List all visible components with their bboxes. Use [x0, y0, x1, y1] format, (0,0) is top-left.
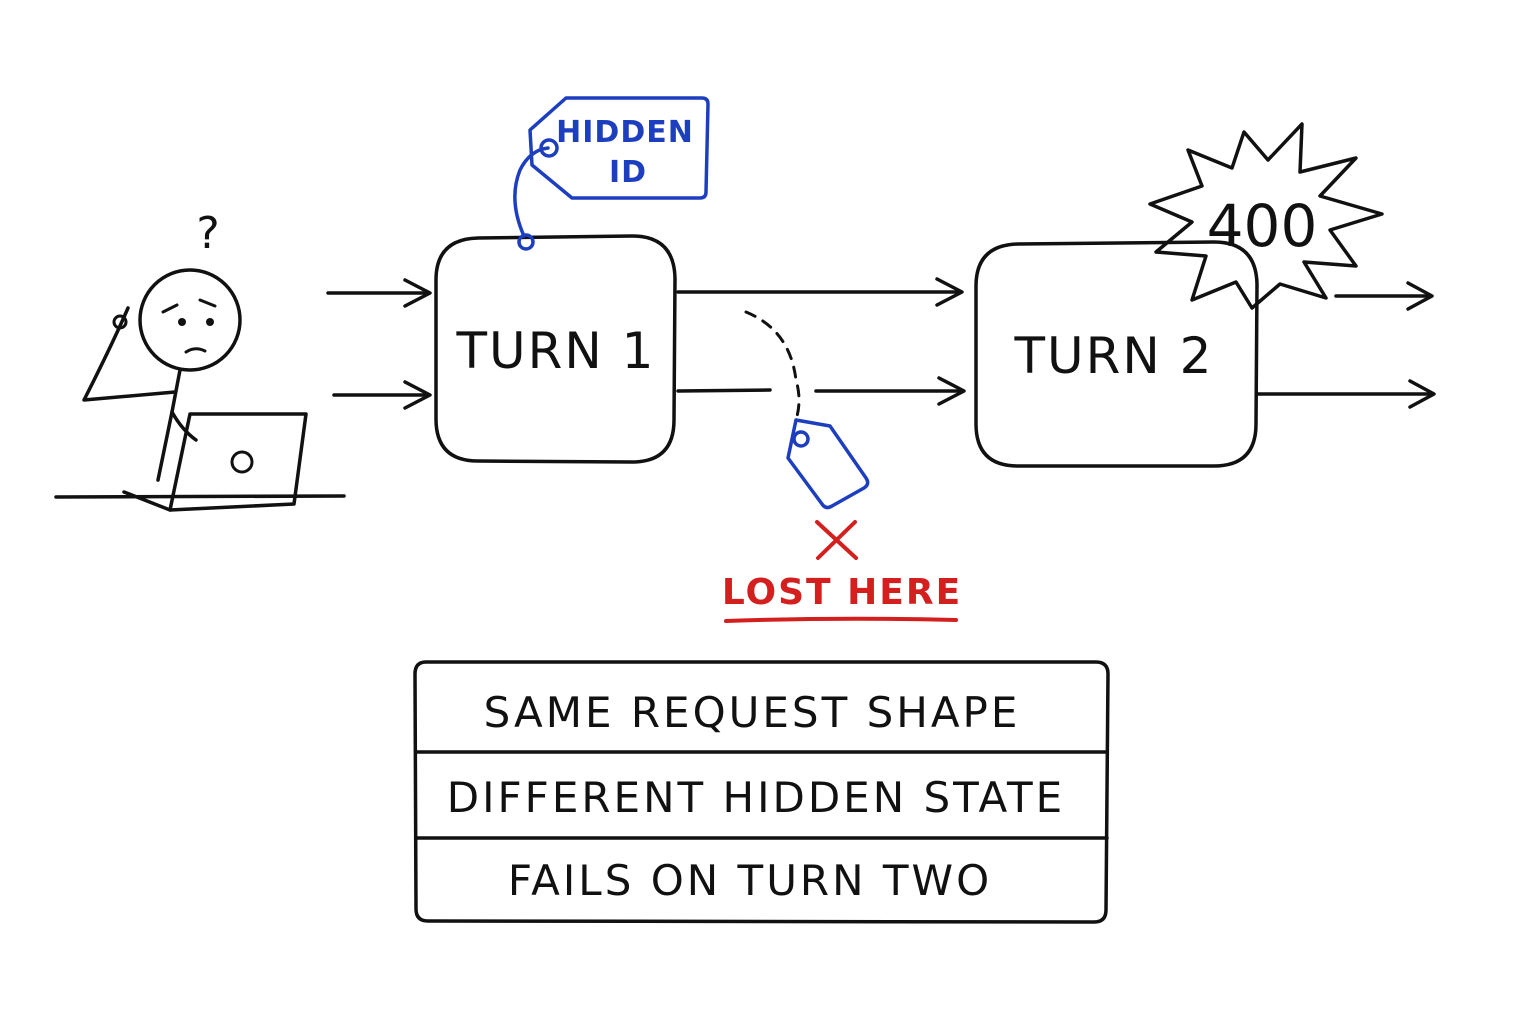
- user-head-icon: [138, 268, 242, 372]
- turn-2-box: TURN 2: [974, 240, 1259, 468]
- question-mark: ?: [196, 208, 219, 259]
- confused-user: ?: [54, 208, 346, 512]
- hidden-id-tag: HIDDEN ID: [513, 96, 710, 251]
- error-400-badge: 400: [1148, 122, 1384, 310]
- output-arrows: [1256, 281, 1436, 409]
- turn-1-label: TURN 1: [456, 322, 656, 380]
- lost-tag: [744, 310, 870, 510]
- error-code: 400: [1207, 192, 1318, 260]
- lost-here-label: LOST HERE: [722, 572, 962, 613]
- cross-icon: [815, 520, 858, 560]
- desk-line: [54, 494, 346, 499]
- input-arrows: [326, 278, 432, 410]
- summary-row-2: DIFFERENT HIDDEN STATE: [447, 773, 1065, 822]
- lost-here-marker: LOST HERE: [722, 520, 962, 623]
- turn-2-label: TURN 2: [1014, 327, 1214, 385]
- summary-row-1: SAME REQUEST SHAPE: [484, 688, 1021, 737]
- hidden-tag-line2: ID: [609, 155, 647, 190]
- summary-row-3: FAILS ON TURN TWO: [508, 856, 992, 905]
- starburst-icon: [1148, 122, 1384, 310]
- worried-face-icon: [161, 298, 217, 354]
- turn-1-box: TURN 1: [434, 234, 677, 464]
- summary-table: SAME REQUEST SHAPE DIFFERENT HIDDEN STAT…: [413, 660, 1110, 924]
- turn1-to-turn2-arrows: [676, 277, 966, 406]
- user-arm-icon: [82, 306, 177, 402]
- user-body-icon: [156, 368, 182, 482]
- hidden-tag-line1: HIDDEN: [556, 115, 694, 150]
